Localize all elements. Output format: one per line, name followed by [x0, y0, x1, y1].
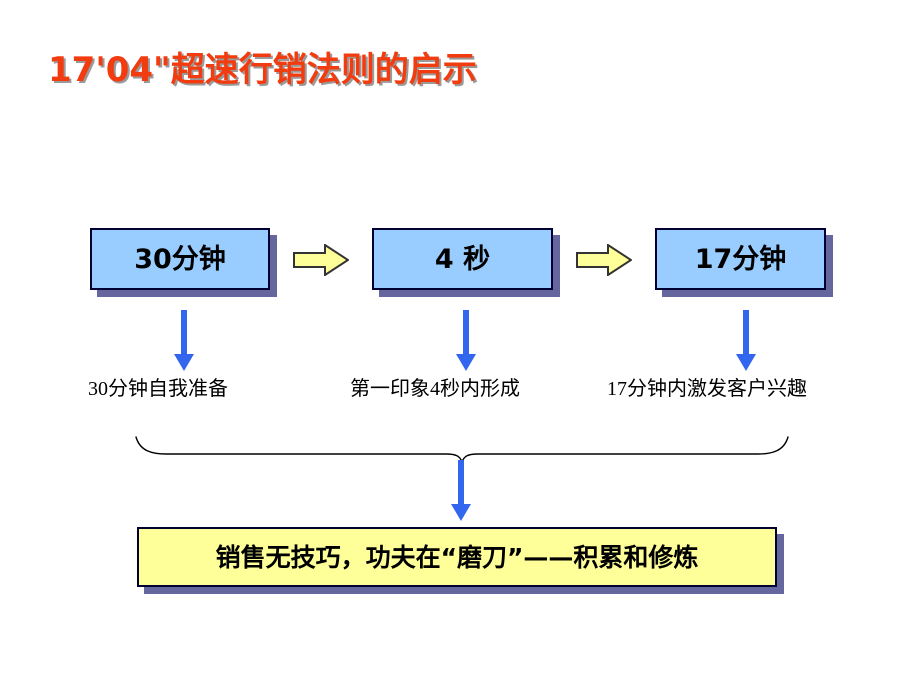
stage-caption: 第一印象4秒内形成: [350, 378, 520, 400]
stage-caption: 30分钟自我准备: [88, 378, 228, 400]
conclusion-label: 销售无技巧，功夫在“磨刀”——积累和修炼: [215, 542, 699, 572]
down-arrow-icon: [455, 310, 477, 372]
stage-box-30-minutes[interactable]: 30分钟: [90, 228, 270, 290]
conclusion-box[interactable]: 销售无技巧，功夫在“磨刀”——积累和修炼: [137, 527, 777, 587]
down-arrow-icon: [735, 310, 757, 372]
stage-label: 30分钟: [134, 243, 226, 275]
stage-caption: 17分钟内激发客户兴趣: [607, 378, 807, 400]
stage-box-4-seconds[interactable]: 4 秒: [372, 228, 553, 290]
down-arrow-icon: [173, 310, 195, 372]
curly-brace-icon: [130, 428, 794, 465]
down-arrow-icon: [450, 460, 472, 522]
right-block-arrow-icon: [293, 243, 350, 277]
stage-label: 17分钟: [694, 243, 787, 275]
right-block-arrow-icon: [576, 243, 633, 277]
stage-label: 4 秒: [434, 243, 491, 275]
stage-box-17-minutes[interactable]: 17分钟: [655, 228, 826, 290]
page-title: 17'04"超速行销法则的启示: [48, 50, 477, 90]
